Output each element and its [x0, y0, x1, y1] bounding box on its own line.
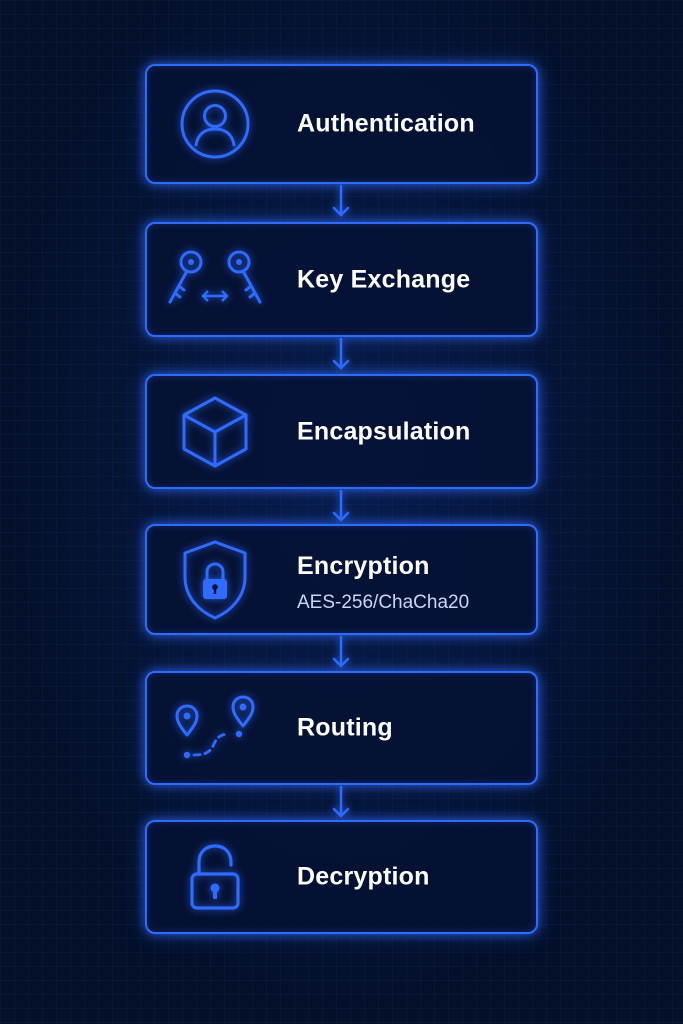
step-encapsulation: Encapsulation [145, 374, 538, 489]
step-label: Authentication [297, 109, 475, 138]
step-authentication: Authentication [145, 64, 538, 184]
step-label: Routing [297, 713, 393, 742]
step-routing: Routing [145, 671, 538, 785]
step-label: Key Exchange [297, 265, 471, 293]
flow-arrow [331, 785, 351, 821]
flow-arrow [331, 489, 351, 525]
step-sublabel: AES-256/ChaCha20 [297, 592, 470, 613]
cube-icon [175, 392, 255, 472]
route-icon [175, 688, 255, 768]
step-label: Encapsulation [297, 417, 471, 445]
shield-lock-icon [175, 540, 255, 620]
step-encryption: Encryption AES-256/ChaCha20 [145, 524, 538, 635]
step-key-exchange: Key Exchange [145, 222, 538, 337]
step-label: Encryption [297, 552, 430, 580]
unlock-icon [175, 837, 255, 917]
flow-arrow [331, 184, 351, 220]
step-label: Decryption [297, 862, 430, 891]
user-icon [175, 84, 255, 164]
step-decryption: Decryption [145, 820, 538, 934]
flow-arrow [331, 337, 351, 373]
keys-exchange-icon [168, 240, 262, 320]
flow-arrow [331, 635, 351, 671]
